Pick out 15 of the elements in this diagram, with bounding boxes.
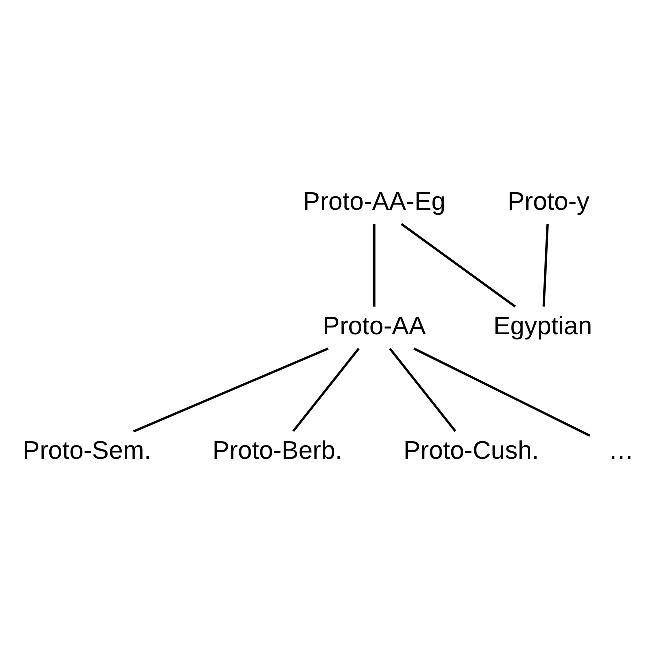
node-text: Egyptian — [494, 312, 592, 340]
node-text: Proto-Sem. — [23, 436, 152, 465]
connector — [400, 222, 516, 308]
node-text: Proto-AA — [323, 312, 426, 340]
node-text: Proto-AA-Eg — [303, 187, 446, 216]
connector — [373, 224, 376, 306]
connector — [292, 348, 360, 432]
node-text: Proto-Berb. — [212, 436, 342, 465]
node-text: Proto-y — [508, 187, 590, 216]
connector — [542, 224, 549, 306]
connector — [133, 347, 329, 432]
connector — [389, 348, 457, 432]
connector — [414, 347, 591, 436]
node-text: Proto-Cush. — [404, 436, 540, 465]
node-text: … — [608, 436, 634, 465]
